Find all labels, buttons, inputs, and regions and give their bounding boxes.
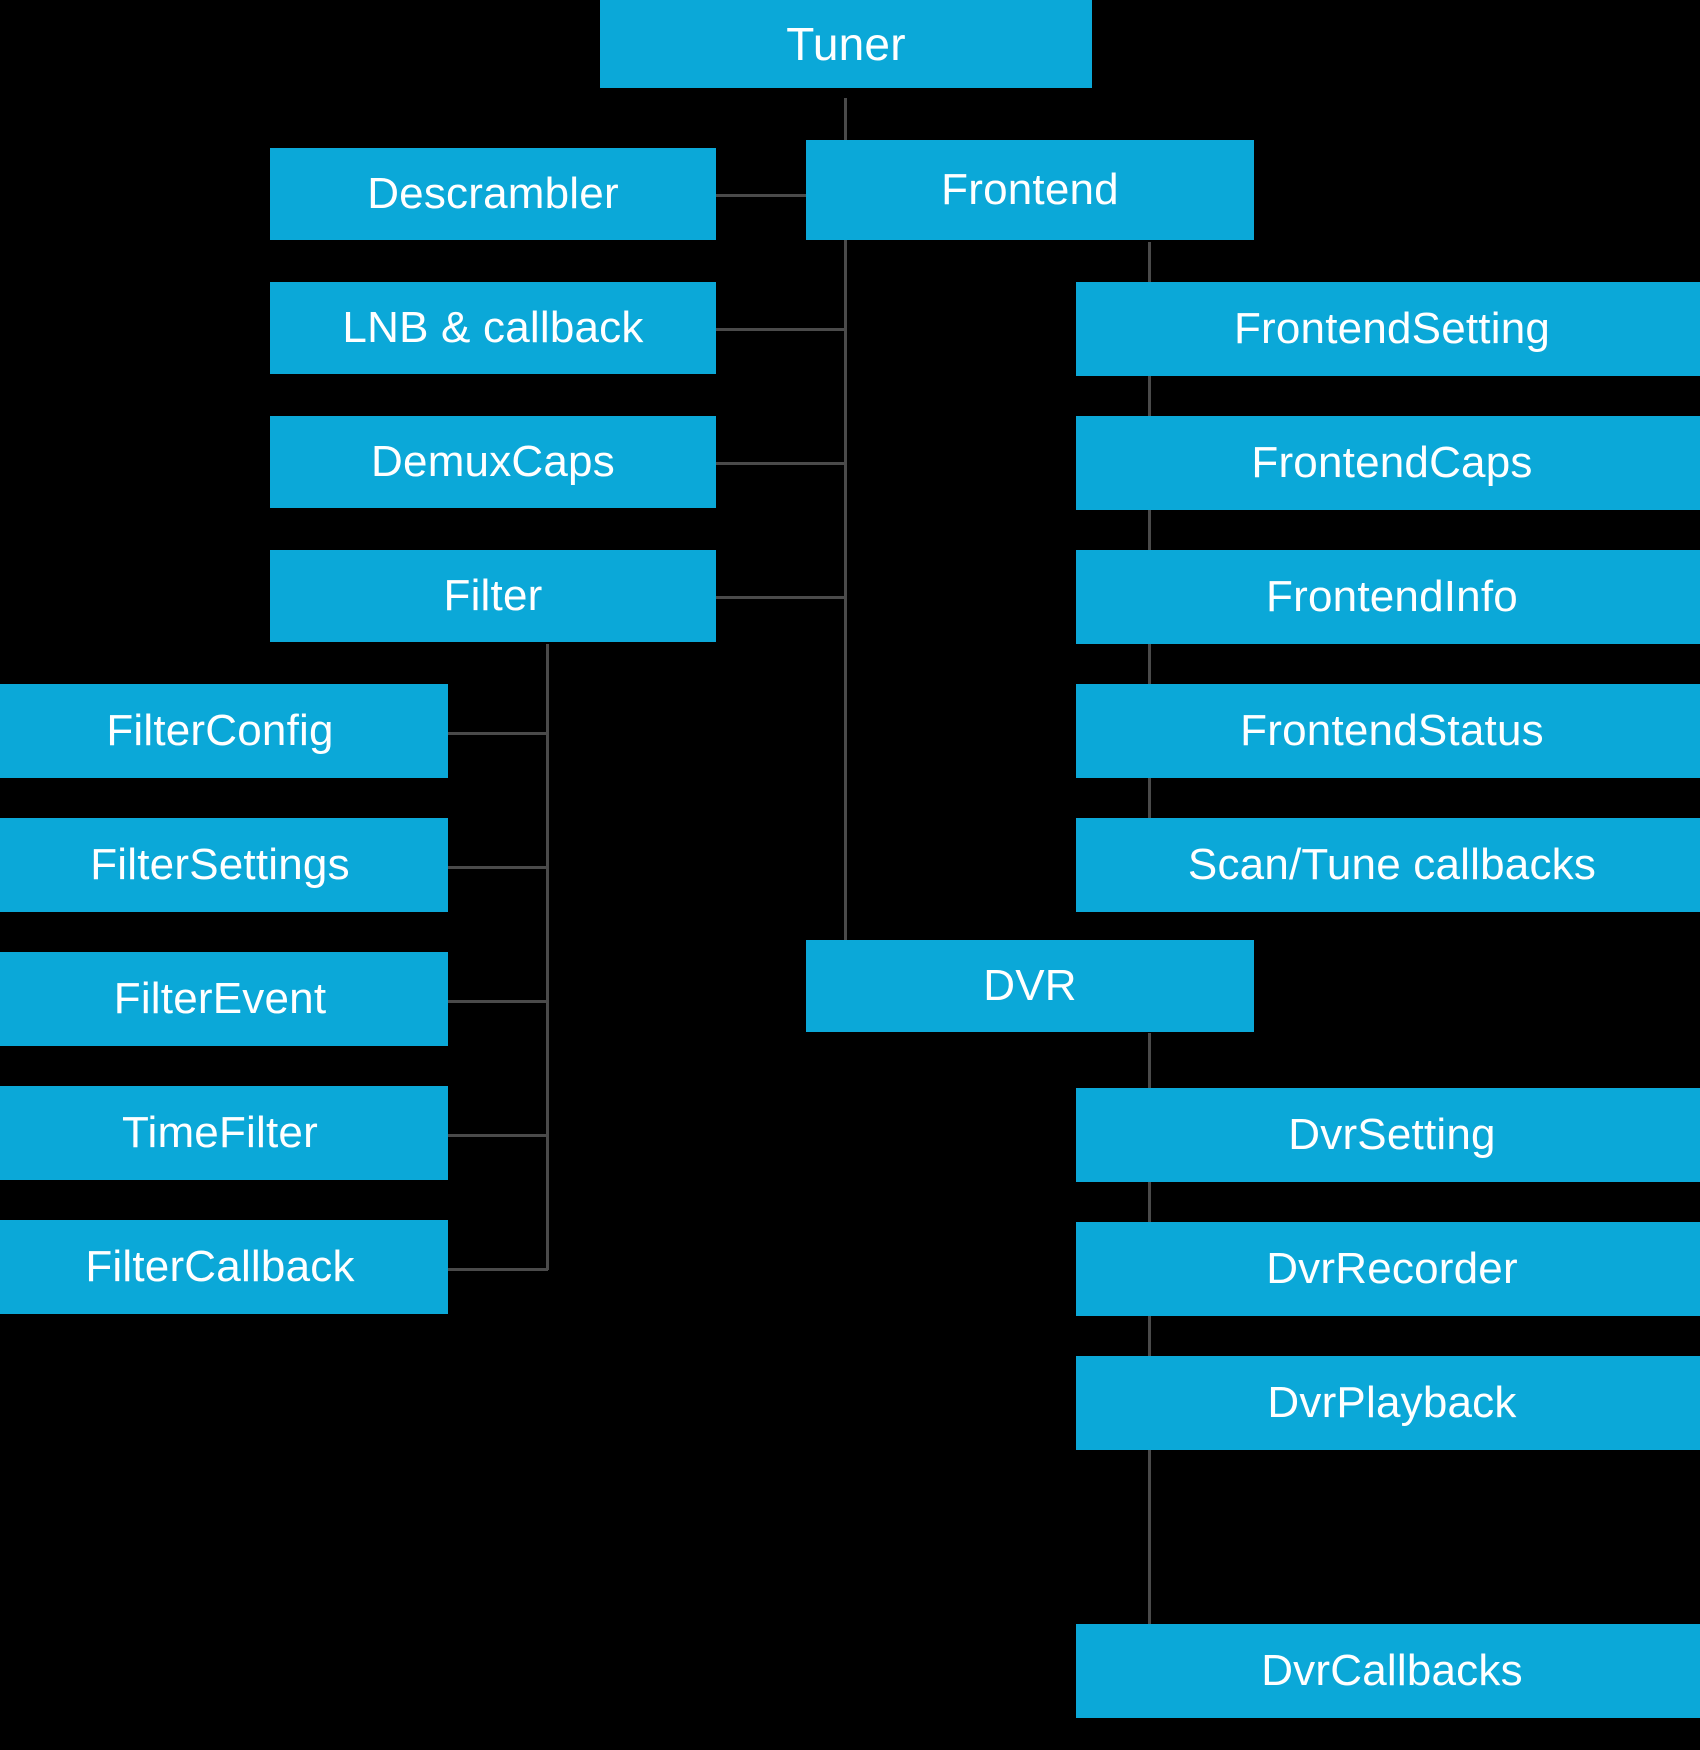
edge-filter-spine: [546, 644, 549, 1270]
node-timefilter[interactable]: TimeFilter: [0, 1086, 448, 1180]
edge-trunk-to-demuxcaps: [716, 462, 846, 465]
edge-trunk-to-filter: [716, 596, 846, 599]
edge-filter-to-filtercallback: [446, 1268, 548, 1271]
edge-filter-to-timefilter: [446, 1134, 548, 1137]
edge-filter-to-filterevent: [446, 1000, 548, 1003]
edge-trunk-to-descrambler: [716, 194, 846, 197]
node-dvrcallbacks[interactable]: DvrCallbacks: [1076, 1624, 1700, 1718]
node-demuxcaps[interactable]: DemuxCaps: [270, 416, 716, 508]
node-dvrsetting[interactable]: DvrSetting: [1076, 1088, 1700, 1182]
node-filterconfig[interactable]: FilterConfig: [0, 684, 448, 778]
node-frontendstatus[interactable]: FrontendStatus: [1076, 684, 1700, 778]
node-lnb-callback[interactable]: LNB & callback: [270, 282, 716, 374]
node-tuner[interactable]: Tuner: [600, 0, 1092, 88]
node-dvr[interactable]: DVR: [806, 940, 1254, 1032]
edge-trunk-to-lnb: [716, 328, 846, 331]
node-filterevent[interactable]: FilterEvent: [0, 952, 448, 1046]
node-filtercallback[interactable]: FilterCallback: [0, 1220, 448, 1314]
node-descrambler[interactable]: Descrambler: [270, 148, 716, 240]
edge-dvr-spine: [1148, 1033, 1151, 1673]
node-filtersettings[interactable]: FilterSettings: [0, 818, 448, 912]
edge-trunk-main: [844, 98, 847, 988]
node-scan-tune-callbacks[interactable]: Scan/Tune callbacks: [1076, 818, 1700, 912]
edge-filter-to-filtersettings: [446, 866, 548, 869]
node-frontend[interactable]: Frontend: [806, 140, 1254, 240]
node-frontendcaps[interactable]: FrontendCaps: [1076, 416, 1700, 510]
node-filter[interactable]: Filter: [270, 550, 716, 642]
node-frontendsetting[interactable]: FrontendSetting: [1076, 282, 1700, 376]
node-frontendinfo[interactable]: FrontendInfo: [1076, 550, 1700, 644]
node-dvrrecorder[interactable]: DvrRecorder: [1076, 1222, 1700, 1316]
node-dvrplayback[interactable]: DvrPlayback: [1076, 1356, 1700, 1450]
edge-filter-to-filterconfig: [446, 732, 548, 735]
